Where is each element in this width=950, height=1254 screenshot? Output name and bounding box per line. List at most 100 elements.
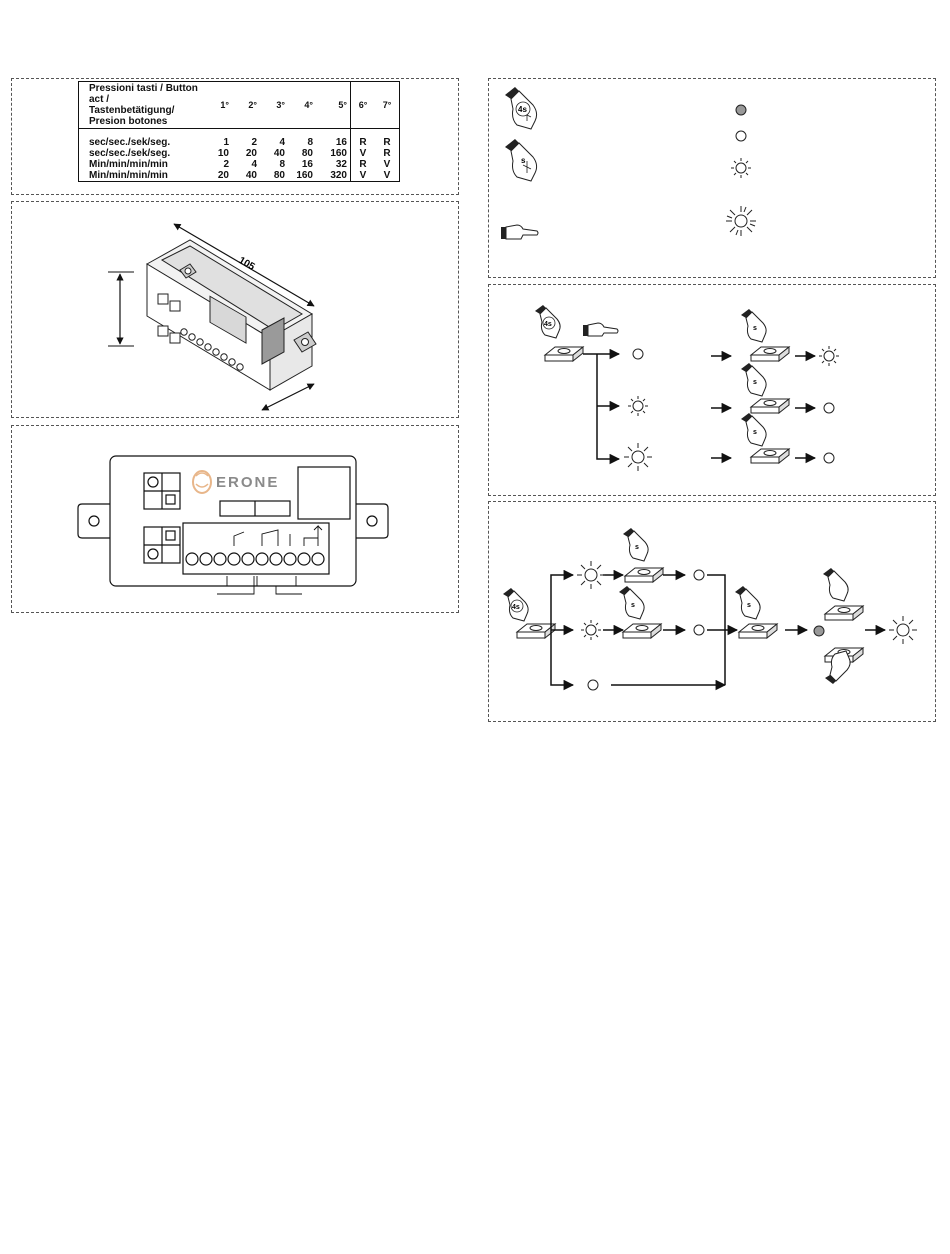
led-on-icon — [814, 626, 824, 636]
header-line-3: Presion botones — [89, 116, 201, 127]
push-button-icon — [751, 347, 789, 361]
row-label: sec/sec./sek/seg. — [79, 137, 205, 148]
press-4s-label: 4s — [518, 105, 527, 114]
right-mount-hole — [367, 516, 377, 526]
front-view-panel: ERONE — [11, 425, 459, 613]
led-fast-blink-icon — [624, 443, 652, 471]
pointing-hand-icon — [583, 323, 618, 336]
cell: 20 — [232, 148, 260, 159]
cell: 4 — [232, 159, 260, 170]
flow-diagram-1: 4s s s s — [489, 285, 937, 497]
press-s-step: s — [741, 309, 766, 342]
press-s-step: s — [735, 586, 760, 619]
table-row: sec/sec./sek/seg. 10 20 40 80 160 V R — [79, 148, 400, 159]
terminal-block — [183, 523, 329, 574]
led-on-icon — [736, 105, 746, 115]
cell: 32 — [316, 159, 351, 170]
led-off-icon — [824, 453, 834, 463]
cell: 2 — [232, 137, 260, 148]
legend-panel: 4s s — [488, 78, 936, 278]
col-header: 2° — [232, 82, 260, 129]
header-line-1: Pressioni tasti / Button act / — [89, 83, 201, 105]
col-header: 3° — [260, 82, 288, 129]
press-4s-label: 4s — [544, 321, 552, 328]
cell: V — [375, 170, 400, 182]
led-off-icon — [824, 403, 834, 413]
press-s-label: s — [753, 379, 757, 386]
cell: 2 — [204, 159, 232, 170]
hand-press-icon — [823, 568, 848, 601]
case-body — [147, 240, 316, 390]
row-label: sec/sec./sek/seg. — [79, 148, 205, 159]
push-button-icon — [751, 449, 789, 463]
table-row: Min/min/min/min 2 4 8 16 32 R V — [79, 159, 400, 170]
cell: 4 — [260, 137, 288, 148]
press-4s-label: 4s — [512, 604, 520, 611]
cell: 40 — [260, 148, 288, 159]
press-s-label: s — [747, 602, 751, 609]
cell: 80 — [260, 170, 288, 182]
cell: 10 — [204, 148, 232, 159]
timing-table: Pressioni tasti / Button act / Tastenbet… — [78, 81, 400, 182]
brand-name: ERONE — [216, 474, 279, 491]
row-label: Min/min/min/min — [79, 170, 205, 182]
press-4s-icon: 4s — [505, 87, 537, 129]
cell: 160 — [288, 170, 316, 182]
flow-diagram-2: 4s s s s — [489, 502, 937, 723]
push-button-icon — [623, 624, 661, 638]
cell: 320 — [316, 170, 351, 182]
cell: 16 — [316, 137, 351, 148]
flow-diagram-1-panel: 4s s s s — [488, 284, 936, 496]
led-slow-blink-icon — [731, 158, 751, 178]
cell: R — [375, 148, 400, 159]
led-fast-blink-icon — [726, 206, 756, 236]
col-header: 5° — [316, 82, 351, 129]
press-s-step: s — [623, 528, 648, 561]
press-s-label: s — [635, 544, 639, 551]
cell: V — [351, 170, 376, 182]
led-slow-blink-icon — [819, 346, 839, 366]
table-header-label: Pressioni tasti / Button act / Tastenbet… — [79, 82, 205, 129]
push-button-icon — [825, 606, 863, 620]
push-button-icon — [625, 568, 663, 582]
press-s-label: s — [521, 156, 526, 165]
cell: R — [351, 137, 376, 148]
push-button-icon — [739, 624, 777, 638]
table-header-row: Pressioni tasti / Button act / Tastenbet… — [79, 82, 400, 129]
press-s-step: s — [741, 363, 766, 396]
press-s-step: s — [741, 413, 766, 446]
led-off-icon — [694, 570, 704, 580]
press-s-label: s — [631, 602, 635, 609]
push-button-icon — [545, 347, 583, 361]
col-header: 1° — [204, 82, 232, 129]
display-window — [298, 467, 350, 519]
led-fast-blink-icon — [889, 616, 917, 644]
front-view: ERONE — [12, 426, 460, 614]
press-4s-step: 4s — [503, 588, 528, 621]
led-off-icon — [736, 131, 746, 141]
cell: R — [375, 137, 400, 148]
led-off-icon — [694, 625, 704, 635]
cell: 80 — [288, 148, 316, 159]
timing-table-panel: Pressioni tasti / Button act / Tastenbet… — [11, 78, 459, 195]
case-drawing-panel: 105 — [11, 201, 459, 418]
pointing-hand-icon — [501, 225, 538, 239]
header-line-2: Tastenbetätigung/ — [89, 105, 201, 116]
cell: 160 — [316, 148, 351, 159]
cell: 8 — [260, 159, 288, 170]
legend: 4s s — [489, 79, 937, 279]
led-off-icon — [588, 680, 598, 690]
push-button-icon — [751, 399, 789, 413]
press-s-icon: s — [505, 139, 537, 181]
left-mount-hole — [89, 516, 99, 526]
col-header: 7° — [375, 82, 400, 129]
col-header: 6° — [351, 82, 376, 129]
row-label: Min/min/min/min — [79, 159, 205, 170]
led-fast-blink-icon — [577, 561, 605, 589]
cell: V — [375, 159, 400, 170]
led-slow-blink-icon — [581, 620, 601, 640]
press-4s-step: 4s — [535, 305, 560, 338]
cell: R — [351, 159, 376, 170]
case-drawing: 105 — [12, 202, 460, 419]
cell: V — [351, 148, 376, 159]
